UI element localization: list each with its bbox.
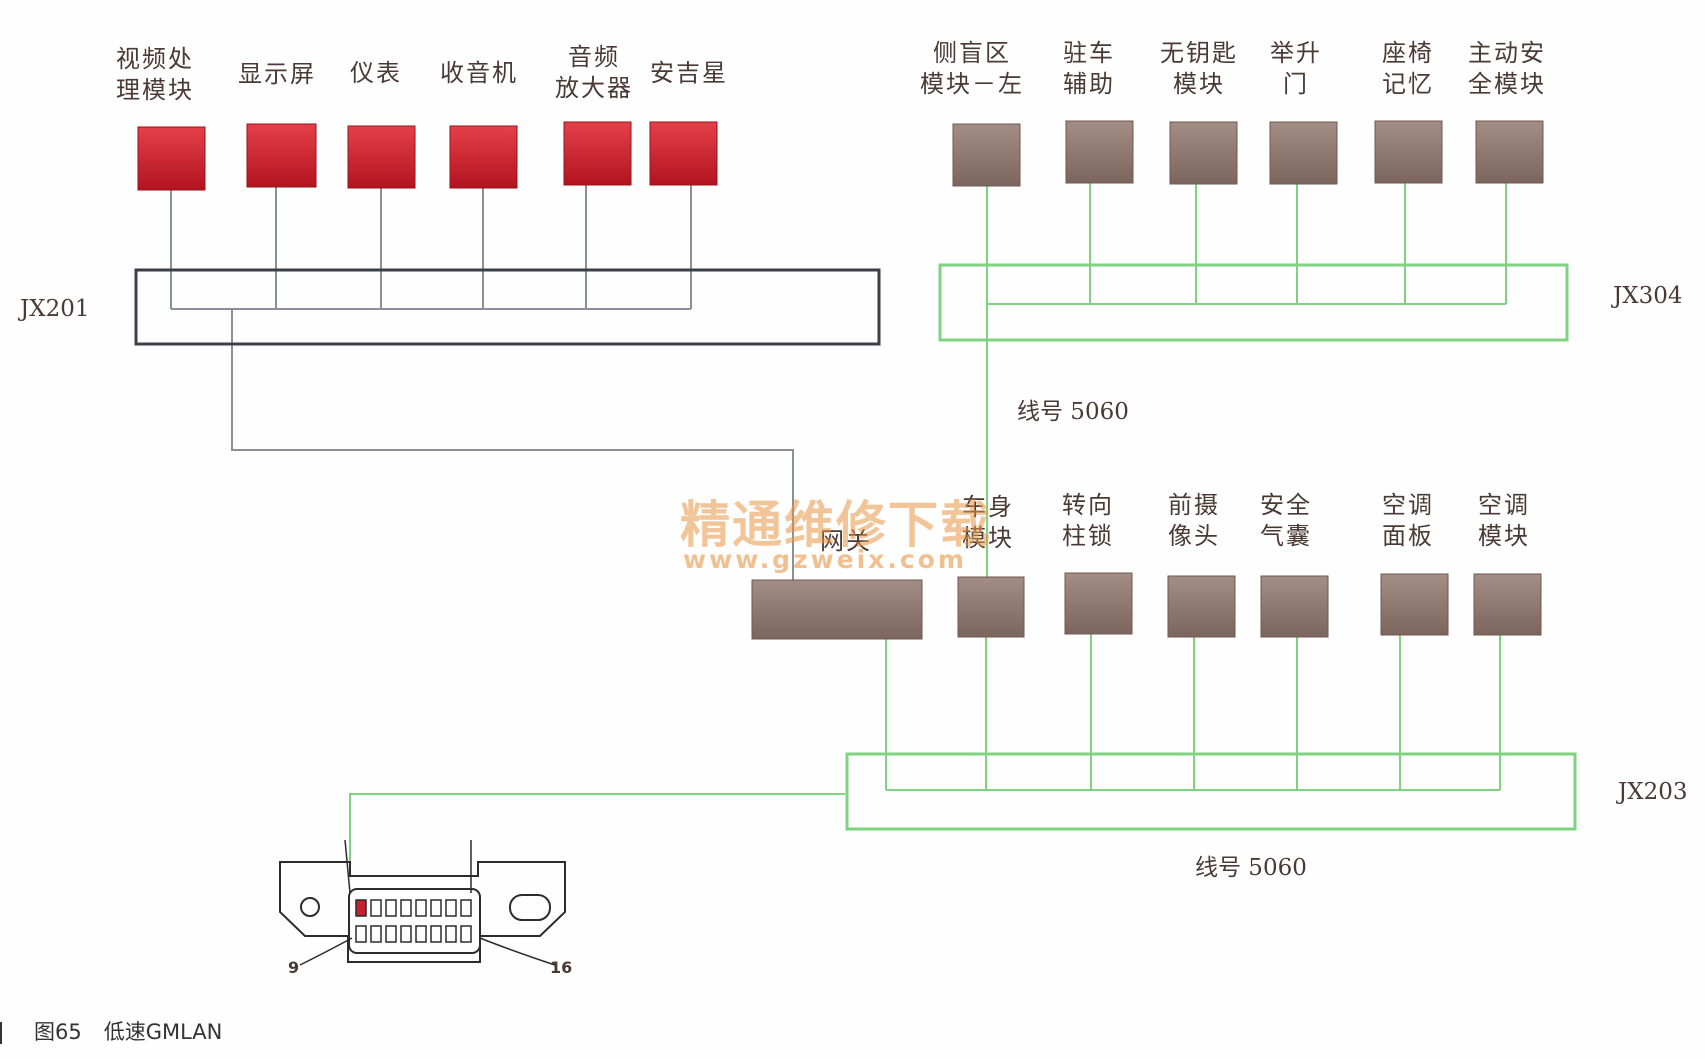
module-keyless (1169, 121, 1238, 185)
obd-connector (279, 839, 566, 966)
jx203-label: JX203 (1618, 779, 1688, 805)
obd-pin-16: 16 (550, 958, 573, 977)
right-module-boxes (952, 120, 1544, 187)
module-hvac-panel (1380, 573, 1449, 636)
jx304-bus-box (938, 263, 1569, 342)
label-instrument-cluster: 仪表 (350, 59, 402, 87)
module-body-control (957, 576, 1025, 638)
jx201-bus-box (134, 268, 881, 346)
module-steering-column-lock (1064, 572, 1133, 635)
module-active-safety (1475, 120, 1544, 184)
label-hvac: 空调 模块 (1478, 491, 1530, 550)
module-video-processing (137, 126, 206, 191)
watermark-url: www.gzweix.com (683, 545, 967, 574)
label-video-processing: 视频处 理模块 (116, 45, 194, 104)
module-radio (449, 125, 518, 189)
left-bus-wires (170, 185, 794, 583)
wire-label-upper: 线号 5060 (1017, 399, 1129, 425)
label-park-assist: 驻车 辅助 (1063, 39, 1115, 98)
label-gateway: 网关 (820, 527, 872, 555)
module-instrument-cluster (347, 125, 416, 189)
caption-bar (0, 1022, 2, 1044)
right-bus-wires (986, 183, 1507, 583)
label-active-safety: 主动安 全模块 (1468, 39, 1546, 98)
bottom-module-boxes (751, 572, 1542, 640)
label-display: 显示屏 (238, 60, 316, 88)
module-seat-memory (1374, 120, 1443, 184)
jx201-label: JX201 (20, 296, 90, 322)
jx203-bus-box (845, 752, 1577, 831)
label-side-blind-zone-left: 侧盲区 模块－左 (920, 39, 1024, 98)
label-audio-amplifier: 音频 放大器 (555, 43, 633, 102)
figure-number: 图65 (34, 1020, 82, 1044)
watermark-text: 精通维修下载 (680, 496, 992, 554)
label-onstar: 安吉星 (650, 59, 728, 87)
label-airbag: 安全 气囊 (1260, 491, 1312, 550)
module-gateway (751, 579, 923, 640)
module-park-assist (1065, 120, 1134, 184)
module-front-camera (1167, 575, 1236, 638)
figure-title: 低速GMLAN (103, 1020, 223, 1044)
label-keyless: 无钥匙 模块 (1160, 39, 1238, 98)
module-side-blind-zone-left (952, 123, 1021, 187)
label-liftgate: 举升 门 (1270, 39, 1322, 98)
label-seat-memory: 座椅 记忆 (1382, 39, 1434, 98)
label-hvac-panel: 空调 面板 (1382, 491, 1434, 550)
module-liftgate (1269, 121, 1338, 185)
bottom-bus-wires (349, 634, 1501, 893)
module-display (246, 123, 317, 188)
label-radio: 收音机 (440, 59, 518, 87)
module-airbag (1260, 575, 1329, 638)
module-hvac (1473, 573, 1542, 636)
label-steering-column-lock: 转向 柱锁 (1062, 491, 1114, 550)
module-onstar (649, 121, 718, 186)
module-audio-amplifier (563, 121, 632, 186)
left-module-boxes (137, 121, 718, 191)
figure-caption: 图65 低速GMLAN (0, 1016, 244, 1046)
obd-pin-9: 9 (288, 958, 300, 977)
jx304-label: JX304 (1613, 283, 1683, 309)
wire-label-lower: 线号 5060 (1195, 855, 1307, 881)
label-body-control: 车身 模块 (962, 493, 1014, 552)
label-front-camera: 前摄 像头 (1168, 491, 1220, 550)
